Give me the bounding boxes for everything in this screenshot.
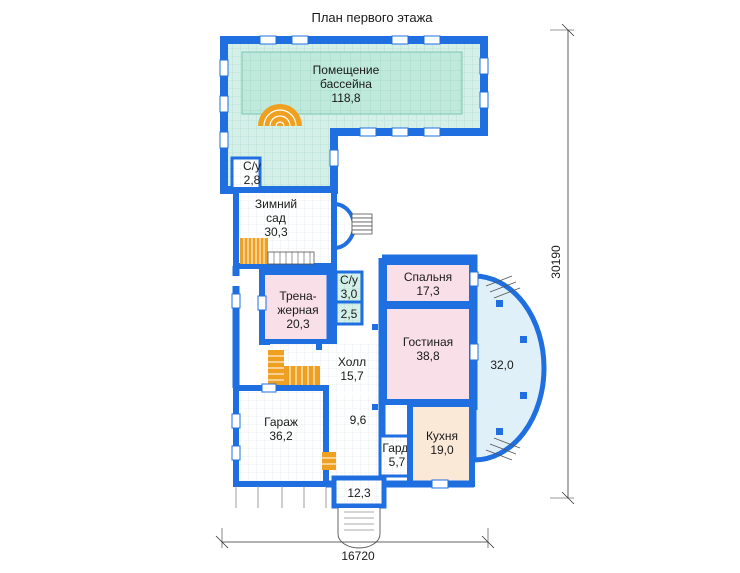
wc2-area: 3,0 (341, 287, 358, 301)
living-name: Гостиная (403, 335, 453, 349)
storage-room (334, 300, 364, 326)
gym-room (259, 269, 337, 345)
wc2-name: С/у (340, 273, 358, 287)
garden-steps (351, 213, 373, 235)
hall-stairs (268, 350, 320, 386)
winter-garden-walls (233, 187, 337, 269)
wardrobe-room (378, 434, 412, 478)
plan-title: План первого этажа (311, 10, 433, 25)
pool-area: 118,8 (331, 91, 360, 105)
corridor-steps (322, 452, 336, 470)
garage-room (233, 385, 329, 487)
corridor-area: 9,6 (350, 413, 367, 427)
gym-name-line2: жерная (277, 303, 318, 317)
bedroom-name: Спальня (404, 270, 452, 284)
kitchen-room (407, 401, 475, 487)
height-dimension-label: 30190 (549, 245, 563, 279)
terrace-floor (471, 273, 547, 463)
bedroom-area: 17,3 (416, 284, 440, 298)
terrace-area: 32,0 (490, 358, 514, 372)
corridor-room (330, 394, 378, 476)
terrace-steps-top (485, 275, 521, 299)
pool-room-walls (220, 36, 488, 194)
gym-name-line1: Трена- (279, 289, 316, 303)
terrace-columns (496, 300, 527, 435)
terrace-steps-bottom (485, 437, 521, 461)
wc1-area: 2,8 (244, 173, 261, 187)
hall-name: Холл (338, 355, 366, 369)
pool-name-line1: Помещение (313, 63, 380, 77)
vestibule-room (331, 475, 387, 509)
vestibule-area: 12,3 (347, 486, 371, 500)
wardrobe-area: 5,7 (389, 455, 406, 469)
winter-garden-area: 30,3 (264, 225, 288, 239)
garage-name: Гараж (264, 415, 298, 429)
spiral-tub (258, 104, 302, 127)
wc1-name: С/у (243, 159, 261, 173)
dimension-height (550, 23, 575, 505)
wardrobe-name: Гард. (382, 441, 411, 455)
winter-garden-stairs (240, 238, 315, 265)
hall-area: 15,7 (340, 369, 364, 383)
entrance-porch (337, 508, 381, 549)
kitchen-area: 19,0 (430, 443, 454, 457)
dimension-width (215, 528, 495, 549)
gym-area: 20,3 (286, 317, 310, 331)
pool-windows (219, 35, 489, 167)
house-windows (231, 271, 479, 489)
winter-garden-name-line1: Зимний (255, 197, 297, 211)
kitchen-name: Кухня (426, 429, 458, 443)
pool-name-line2: бассейна (320, 77, 372, 91)
winter-garden-name-line2: сад (266, 211, 286, 225)
living-room (381, 303, 475, 405)
columns (316, 324, 378, 410)
storage-area: 2,5 (341, 307, 358, 321)
width-dimension-label: 16720 (341, 549, 375, 563)
pool-basin (241, 51, 463, 115)
living-area: 38,8 (416, 349, 440, 363)
garage-area: 36,2 (269, 429, 293, 443)
garage-carport (235, 486, 327, 508)
